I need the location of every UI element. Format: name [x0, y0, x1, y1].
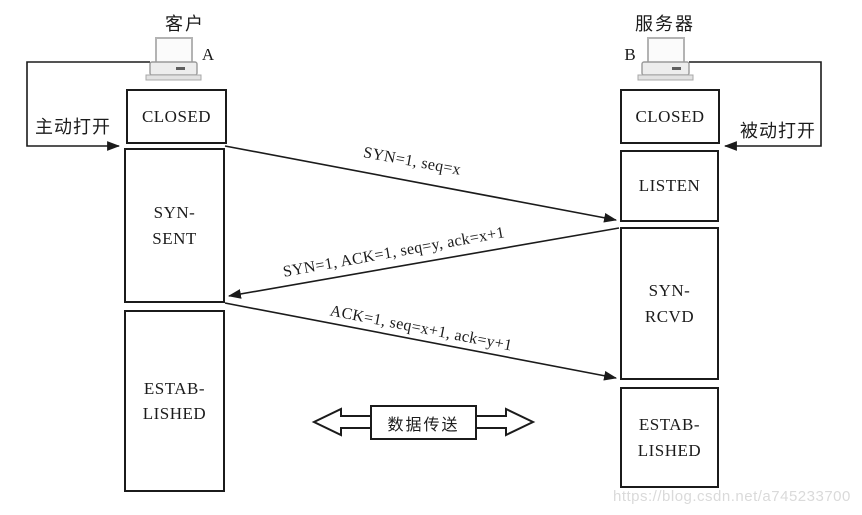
state-label: CLOSED — [141, 106, 212, 126]
server-state-closed: CLOSED — [620, 89, 720, 144]
passive-open-connector — [689, 61, 822, 151]
server-title: 服务器 — [635, 14, 695, 34]
state-label-line: SYN- — [648, 281, 691, 300]
state-label-line: SYN- — [153, 203, 196, 222]
active-open-connector — [26, 61, 150, 151]
state-label: SYN- SENT — [152, 200, 197, 251]
state-label-line: RCVD — [644, 306, 695, 326]
client-title: 客户 — [165, 14, 205, 34]
server-state-established: ESTAB- LISHED — [620, 387, 719, 488]
state-label-line: LISHED — [142, 404, 207, 423]
active-open-label: 主动打开 — [35, 117, 111, 137]
syn-arrow — [224, 145, 618, 223]
client-computer-icon — [145, 37, 202, 81]
client-state-established: ESTAB- LISHED — [124, 310, 225, 492]
state-label-line: ESTAB- — [143, 378, 206, 398]
state-label: LISTEN — [638, 176, 701, 196]
syn-ack-arrow — [227, 227, 620, 299]
data-transfer-right-arrow — [474, 407, 536, 437]
data-transfer-label: 数据传送 — [387, 416, 460, 434]
data-transfer-left-arrow — [311, 407, 373, 437]
server-host-letter: B — [624, 45, 636, 64]
state-label-line: ESTAB- — [638, 415, 701, 434]
client-host-letter: A — [201, 45, 215, 64]
server-computer-icon — [637, 37, 694, 81]
data-transfer-box: 数据传送 — [370, 405, 477, 440]
ack-arrow — [224, 302, 618, 381]
state-label-line: SENT — [152, 228, 197, 248]
state-label: SYN- RCVD — [645, 278, 694, 329]
state-label-line: LISHED — [637, 440, 702, 460]
client-state-syn-sent: SYN- SENT — [124, 148, 225, 303]
state-label: ESTAB- LISHED — [143, 376, 206, 427]
watermark-text: https://blog.csdn.net/a745233700 — [613, 488, 851, 505]
client-state-closed: CLOSED — [126, 89, 227, 144]
server-state-syn-rcvd: SYN- RCVD — [620, 227, 719, 380]
passive-open-label: 被动打开 — [740, 121, 816, 141]
server-state-listen: LISTEN — [620, 150, 719, 222]
state-label: ESTAB- LISHED — [638, 412, 701, 463]
state-label: CLOSED — [635, 106, 705, 126]
